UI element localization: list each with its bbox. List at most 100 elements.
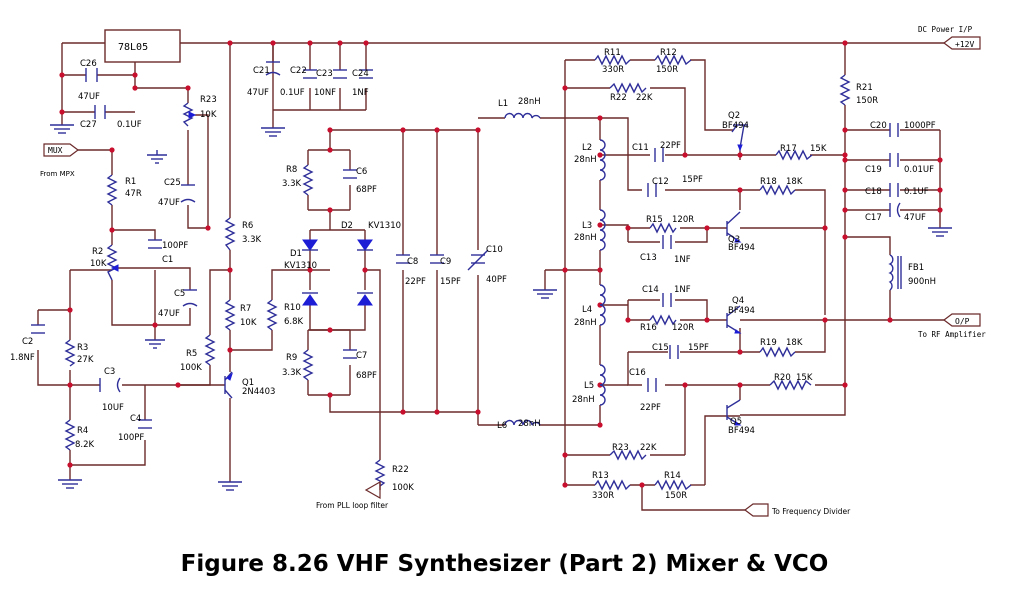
component-label-c26: C26: [80, 59, 97, 69]
component-label-r23: R23: [200, 95, 217, 105]
capacitor-c20: [889, 123, 899, 137]
component-label-c21: C21: [253, 66, 270, 76]
component-label-r10: R10: [284, 303, 301, 313]
component-label-c12v: 15PF: [682, 175, 703, 185]
component-label-l3: L3: [582, 221, 592, 231]
component-label-d2v: KV1310: [368, 221, 401, 231]
capacitor-c5: [182, 289, 198, 307]
component-label-c16v: 22PF: [640, 403, 661, 413]
capacitor-c15: [669, 345, 679, 359]
output-port[interactable]: [943, 313, 981, 327]
figure-caption: Figure 8.26 VHF Synthesizer (Part 2) Mix…: [180, 551, 829, 577]
potentiometer-r23: [182, 102, 194, 127]
component-label-c18: C18: [865, 187, 882, 197]
component-label-c20v: 1000PF: [904, 121, 936, 131]
capacitor-c16: [647, 378, 657, 392]
component-label-q5: Q5: [730, 417, 742, 427]
resistor-r12: [654, 54, 692, 66]
component-label-r18v: 18K: [786, 177, 803, 187]
component-label-r19: R19: [760, 338, 777, 348]
component-label-c3v: 10UF: [102, 403, 124, 413]
component-label-fb1: FB1: [908, 263, 924, 273]
transistor-q5: [726, 399, 742, 426]
capacitor-c9: [430, 254, 444, 264]
output-note: To RF Amplifier: [918, 330, 986, 339]
component-label-r8v: 3.3K: [282, 179, 302, 189]
capacitor-c19: [889, 153, 899, 167]
component-label-l4v: 28nH: [574, 318, 597, 328]
component-label-d1: D1: [290, 249, 302, 259]
power-port[interactable]: [943, 36, 981, 50]
component-label-r1: R1: [125, 177, 136, 187]
component-label-r2v: 10K: [90, 259, 107, 269]
component-label-r8: R8: [286, 165, 297, 175]
component-label-c24v: 1NF: [352, 88, 369, 98]
capacitor-c23: [333, 69, 347, 79]
component-label-r17v: 15K: [810, 144, 827, 154]
component-label-c15v: 15PF: [688, 343, 709, 353]
component-label-r9: R9: [286, 353, 297, 363]
resistor-r17: [775, 149, 813, 161]
component-label-r7v: 10K: [240, 318, 257, 328]
resistor-r20: [769, 379, 812, 391]
pll-port[interactable]: [364, 480, 381, 500]
component-label-c8v: 22PF: [405, 277, 426, 287]
component-label-c1v: 100PF: [162, 241, 188, 251]
component-label-l1: L1: [498, 99, 508, 109]
component-label-c22v: 0.1UF: [280, 88, 305, 98]
capacitor-c17: [889, 202, 901, 218]
component-label-r2: R2: [92, 247, 103, 257]
component-label-r17: R17: [780, 144, 797, 154]
resistor-r18: [759, 184, 796, 196]
resistor-r14: [654, 479, 692, 491]
circuit-schematic: 78L05 MUX From MPX DC Power I/P +12V O/P…: [10, 25, 986, 517]
component-label-r15v: 120R: [672, 215, 694, 225]
inductor-l1: [504, 112, 541, 119]
component-label-r22bv: 100K: [392, 483, 414, 493]
resistor-r5: [204, 334, 216, 366]
capacitor-c21: [265, 61, 281, 76]
inductor-l3: [599, 209, 606, 251]
component-label-r6: R6: [242, 221, 253, 231]
component-label-c17v: 47UF: [904, 213, 926, 223]
mux-port[interactable]: [43, 143, 79, 157]
component-label-q4v: BF494: [728, 306, 755, 316]
component-label-r4v: 8.2K: [75, 440, 95, 450]
component-label-c6: C6: [356, 167, 367, 177]
component-label-q1v: 2N4403: [242, 387, 275, 397]
component-label-c21v: 47UF: [247, 88, 269, 98]
component-label-r1v: 47R: [125, 189, 142, 199]
component-label-c23v: 10NF: [314, 88, 336, 98]
resistor-r10: [266, 299, 278, 331]
capacitor-c24: [359, 69, 373, 79]
component-label-l1v: 28nH: [518, 97, 541, 107]
component-label-r22v: 22K: [636, 93, 653, 103]
transistor-q2: [731, 124, 748, 152]
divider-port[interactable]: [744, 503, 769, 517]
component-label-l5v: 28nH: [572, 395, 595, 405]
resistor-r3: [64, 339, 76, 367]
component-label-c23: C23: [316, 69, 333, 79]
component-label-fb1v: 900nH: [908, 277, 936, 287]
resistor-r13: [594, 479, 631, 491]
ground-symbols: [50, 124, 952, 491]
component-label-c10: C10: [486, 245, 503, 255]
pll-note: From PLL loop filter: [316, 501, 389, 510]
component-label-c19v: 0.01UF: [904, 165, 934, 175]
component-label-c5: C5: [174, 289, 185, 299]
component-label-r14v: 150R: [665, 491, 687, 501]
component-label-r10v: 6.8K: [284, 317, 304, 327]
component-label-c8: C8: [407, 257, 418, 267]
inductor-l6: [504, 419, 541, 426]
component-label-r21: R21: [856, 83, 873, 93]
capacitor-c3: [99, 377, 121, 393]
component-label-r3: R3: [77, 343, 88, 353]
inductor-l4: [599, 284, 606, 326]
component-label-c6v: 68PF: [356, 185, 377, 195]
component-label-c13: C13: [640, 253, 657, 263]
varactor-d2: [357, 239, 373, 306]
component-label-q3: Q3: [728, 235, 740, 245]
component-label-c4v: 100PF: [118, 433, 144, 443]
component-label-r12v: 150R: [656, 65, 678, 75]
component-label-q1: Q1: [242, 378, 254, 388]
